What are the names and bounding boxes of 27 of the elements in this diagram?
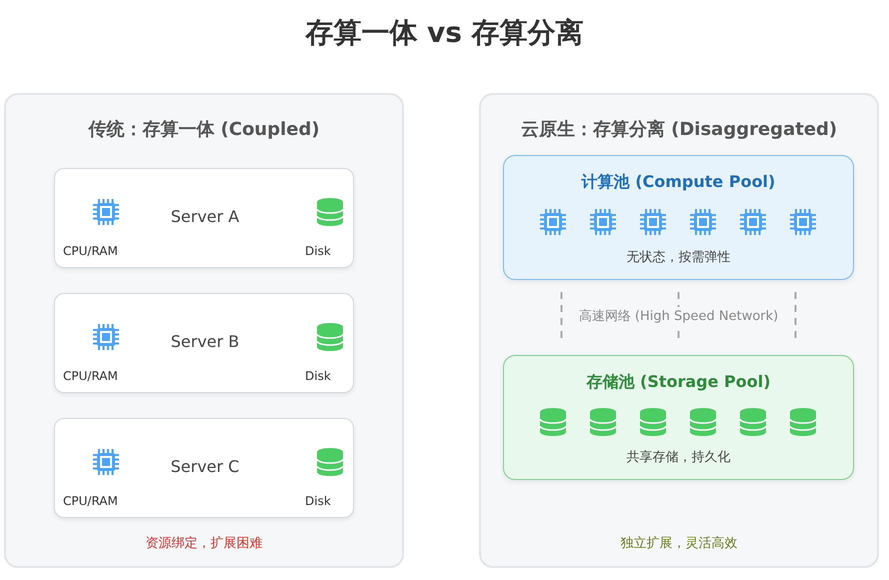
component-label: CPU/RAM [63,369,118,383]
panel-card [4,93,404,568]
dashed-connector [794,292,796,339]
pool-description: 共享存储，持久化 [626,449,732,466]
pool-card [503,355,854,480]
server-card [54,293,354,393]
server-name: Server A [170,207,240,226]
diagram-title: 存算一体 vs 存算分离 [304,15,585,51]
server-name: Server B [170,332,240,351]
dashed-connector [560,292,562,339]
server-card [54,168,354,268]
server-name: Server C [170,457,240,476]
panel-note: 资源绑定，扩展困难 [144,535,264,552]
server-card [54,418,354,518]
component-label: Disk [305,244,331,258]
component-label: CPU/RAM [63,244,118,258]
pool-card [503,155,854,280]
pool-description: 无状态，按需弹性 [626,249,732,266]
component-label: Disk [305,494,331,508]
component-label: Disk [305,369,331,383]
panel-note: 独立扩展，灵活高效 [620,535,738,552]
panel-title: 传统：存算一体 (Coupled) [87,118,321,141]
panel-card [479,93,879,568]
panel-title: 云原生：存算分离 (Disaggregated) [520,118,838,141]
pool-title: 计算池 (Compute Pool) [580,172,776,193]
component-label: CPU/RAM [63,494,118,508]
pool-title: 存储池 (Storage Pool) [585,372,772,393]
